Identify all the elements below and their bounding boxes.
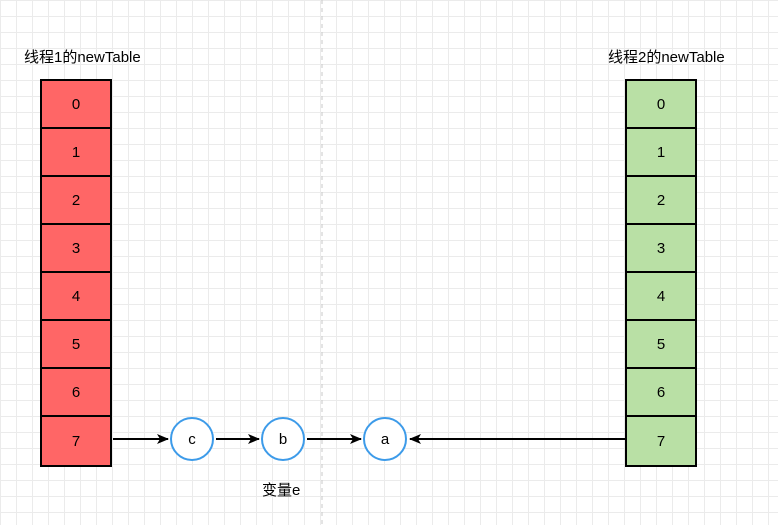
thread2-cell-3: 3 — [627, 225, 695, 273]
thread2-cell-1: 1 — [627, 129, 695, 177]
thread1-table: 0 1 2 3 4 5 6 7 — [40, 79, 112, 467]
thread1-cell-4: 4 — [42, 273, 110, 321]
thread2-cell-7: 7 — [627, 417, 695, 465]
thread1-cell-2: 2 — [42, 177, 110, 225]
node-c: c — [170, 417, 214, 461]
variable-e-label: 变量e — [262, 482, 301, 499]
thread2-table-title: 线程2的newTable — [608, 49, 725, 66]
thread1-cell-3: 3 — [42, 225, 110, 273]
thread1-cell-7: 7 — [42, 417, 110, 465]
thread2-cell-0: 0 — [627, 81, 695, 129]
thread2-cell-4: 4 — [627, 273, 695, 321]
thread1-cell-1: 1 — [42, 129, 110, 177]
thread1-cell-5: 5 — [42, 321, 110, 369]
node-b: b — [261, 417, 305, 461]
thread1-cell-6: 6 — [42, 369, 110, 417]
thread2-table: 0 1 2 3 4 5 6 7 — [625, 79, 697, 467]
thread2-cell-5: 5 — [627, 321, 695, 369]
node-a: a — [363, 417, 407, 461]
thread1-table-title: 线程1的newTable — [24, 49, 141, 66]
thread2-cell-6: 6 — [627, 369, 695, 417]
thread1-cell-0: 0 — [42, 81, 110, 129]
thread2-cell-2: 2 — [627, 177, 695, 225]
